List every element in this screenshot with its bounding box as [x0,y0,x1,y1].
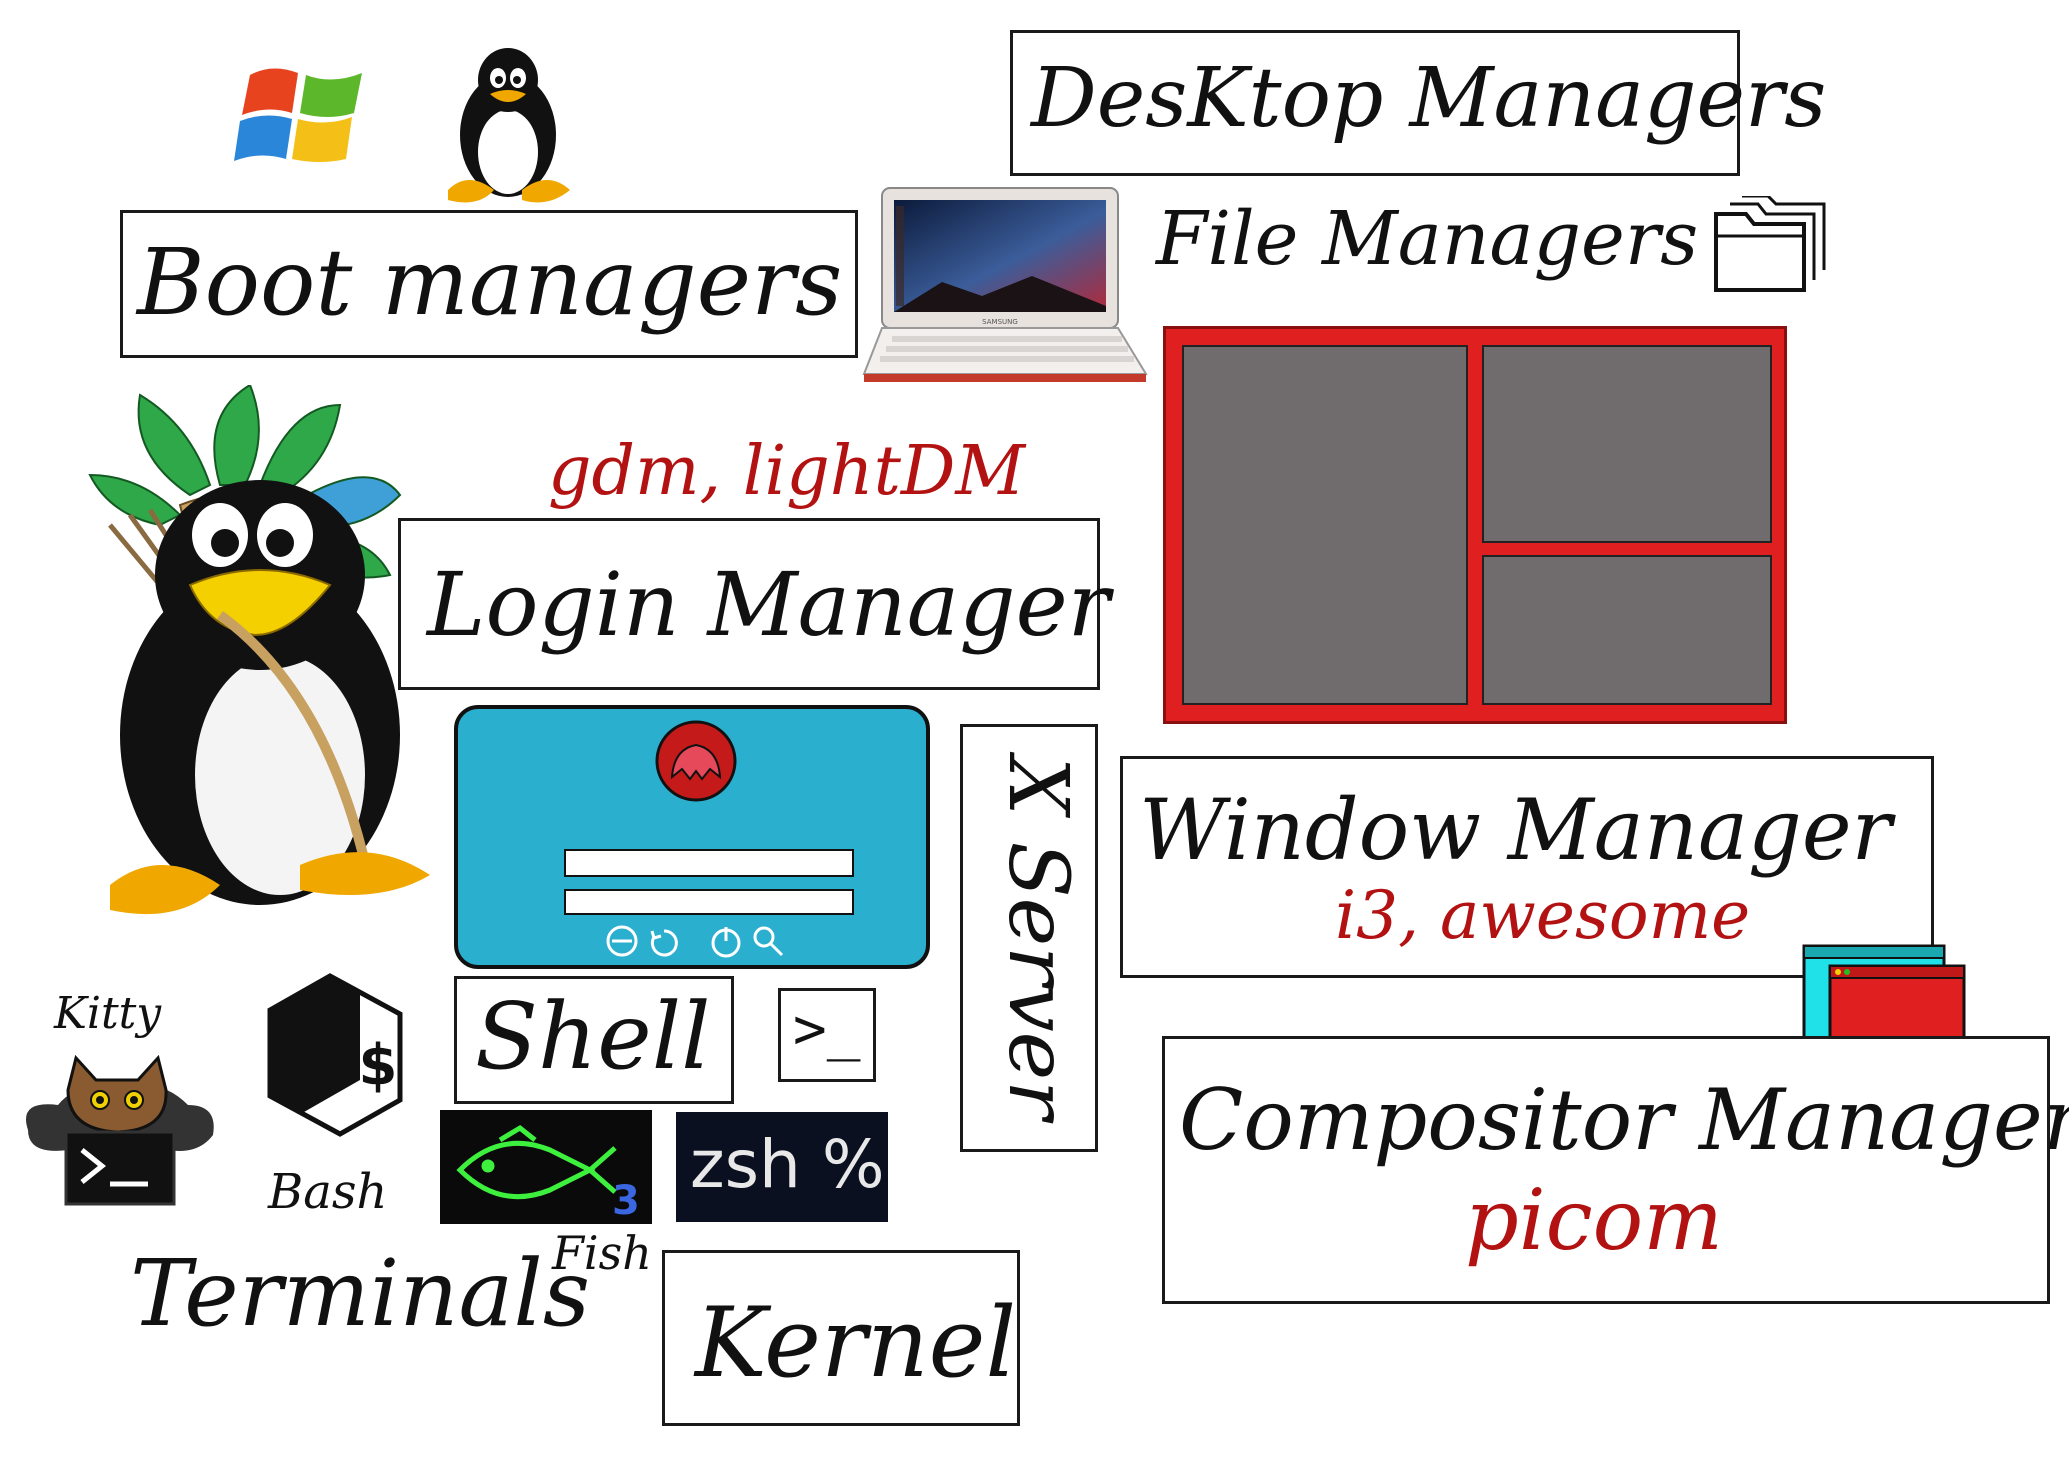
folder-icon [1710,196,1830,296]
shell-box: Shell [454,976,734,1104]
tile-top-right [1482,345,1772,543]
login-avatar-icon [654,719,738,803]
tux-penguin-icon [438,40,578,210]
window-manager-label: Window Manager [1139,781,1892,879]
terminals-label: Terminals [130,1240,591,1347]
login-manager-label: Login Manager [427,553,1110,656]
file-managers-label: File Managers [1156,196,1699,282]
window-manager-box: Window Manager i3, awesome [1120,756,1934,978]
zsh-logo: zsh % [676,1112,888,1222]
x-server-label: X Server [990,757,1085,1120]
desktop-managers-label: DesKtop Managers [1031,51,1827,146]
laptop-brand: SAMSUNG [982,318,1018,326]
boot-managers-label: Boot managers [137,229,843,336]
zsh-label: zsh % [690,1126,885,1203]
bash-logo-icon: $ [250,970,420,1140]
boot-managers-box: Boot managers [120,210,858,358]
kitty-label: Kitty [54,988,162,1039]
kernel-label: Kernel [695,1287,1017,1399]
prompt-label: >_ [793,997,861,1062]
login-action-icons [604,923,794,959]
windows-logo-icon [232,55,382,175]
login-examples-label: gdm, lightDM [548,432,1026,511]
kitty-cat-icon [18,1050,218,1210]
compositor-examples-label: picom [1465,1171,1723,1269]
x-server-box: X Server [960,724,1098,1152]
fish-badge: 3 [612,1178,640,1224]
compositor-manager-box: Compositor Manager picom [1162,1036,2069,1304]
tiling-layout [1163,326,1787,724]
fish-logo-icon: 3 [440,1110,652,1224]
fish-label: Fish [552,1226,652,1280]
kernel-box: Kernel [662,1250,1020,1426]
prompt-icon: >_ [778,988,876,1082]
username-input[interactable] [564,849,854,877]
compositor-manager-label: Compositor Manager [1179,1071,2069,1169]
desktop-managers-box: DesKtop Managers [1010,30,1826,176]
login-screen-mockup [454,705,930,969]
shell-label: Shell [475,983,711,1090]
svg-text:$: $ [359,1033,398,1098]
password-input[interactable] [564,889,854,915]
login-manager-box: Login Manager [398,518,1110,690]
bash-label: Bash [268,1164,388,1220]
chief-tux-icon [70,385,450,925]
laptop-icon: SAMSUNG [862,186,1150,386]
tile-bottom-right [1482,555,1772,705]
window-manager-examples-label: i3, awesome [1335,877,1751,954]
tile-left [1182,345,1468,705]
